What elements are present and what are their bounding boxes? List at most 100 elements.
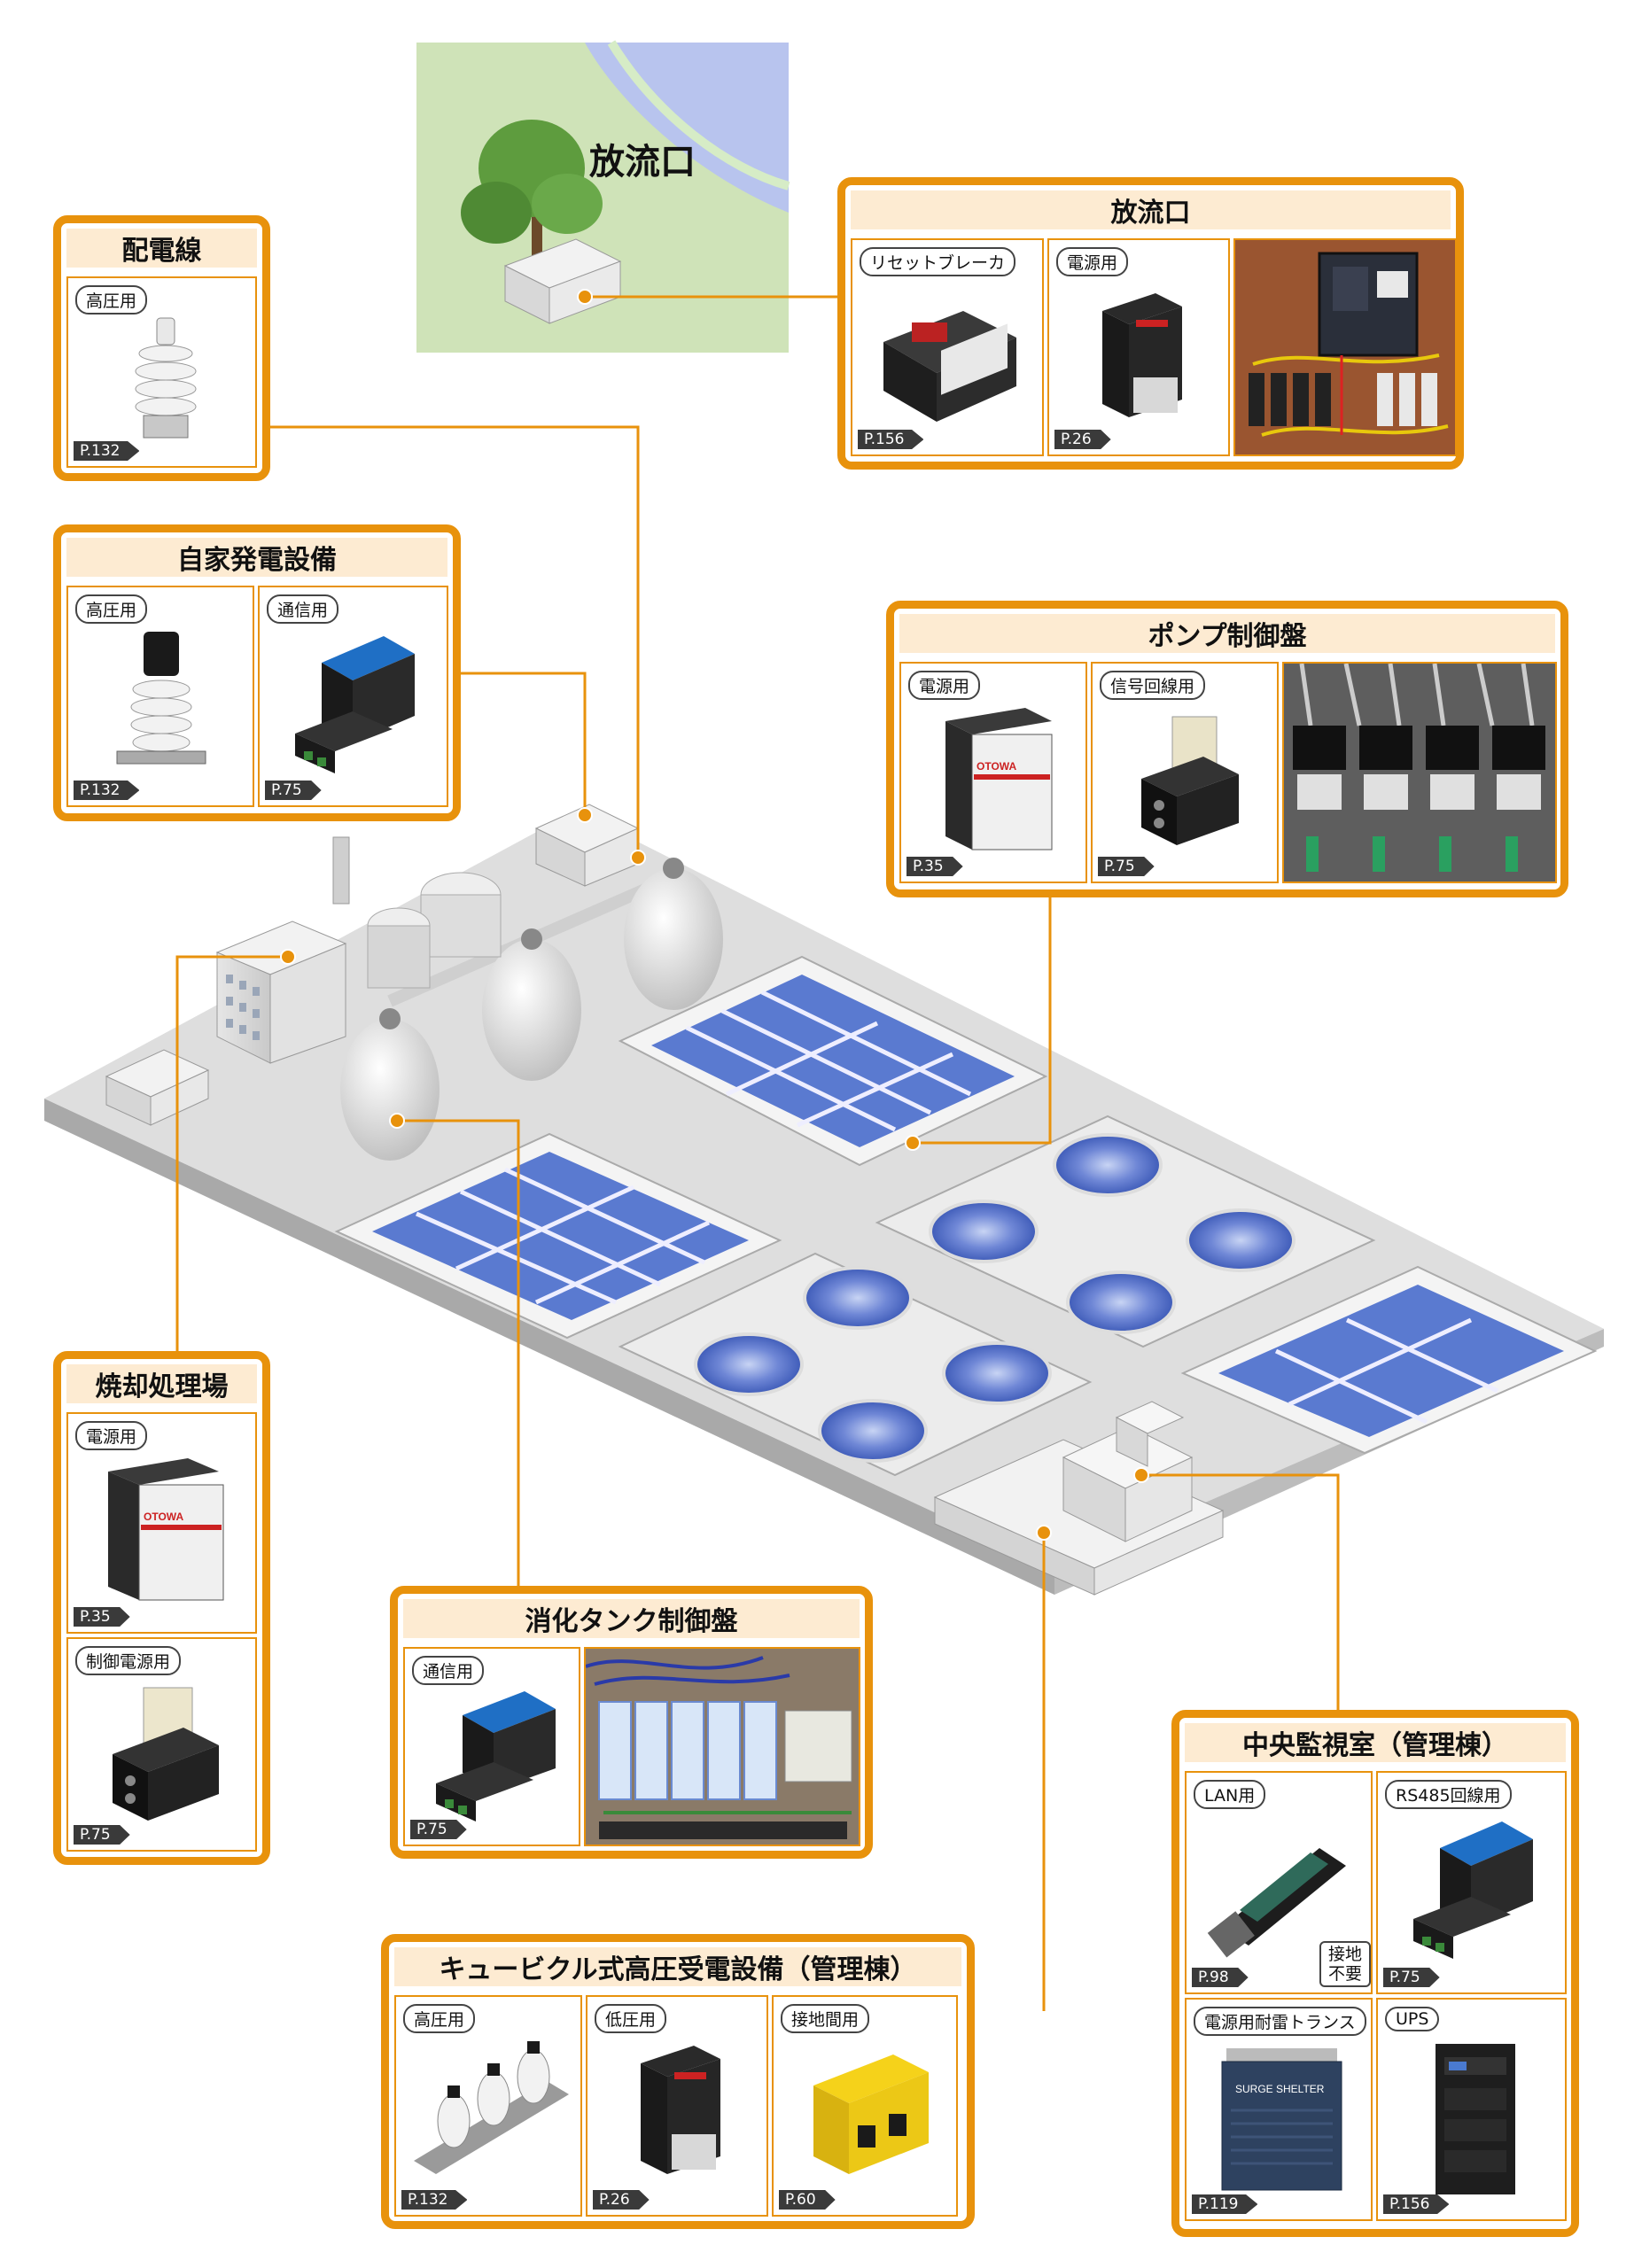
product-tag: UPS [1385,2007,1440,2031]
product-reset-breaker[interactable]: リセットブレーカ P.156 [851,238,1044,456]
panel-cubicle-title: キュービクル式高圧受電設備（管理棟） [394,1947,961,1986]
incinerator-complex [105,836,502,1126]
product-tag: 通信用 [412,1656,485,1685]
page-ref: P.75 [1383,1968,1440,1987]
comm-spd-image [436,1691,556,1821]
product-rs485-spd[interactable]: RS485回線用 P.75 [1376,1771,1567,1994]
product-tag: 高圧用 [75,594,148,624]
product-comm-spd-digestion[interactable]: 通信用 P.75 [403,1647,580,1846]
page-ref: P.75 [1098,857,1155,876]
surge-shelter-text: SURGE SHELTER [1235,2083,1325,2095]
product-power-spd-incinerator[interactable]: 電源用 OTOWA P.35 [66,1412,257,1634]
outfall-panel-photo [1233,238,1457,456]
page-ref: P.156 [1383,2194,1450,2214]
page-ref: P.75 [410,1820,467,1839]
product-tag: 電源用 [908,671,981,700]
product-lv-spd-cubicle[interactable]: 低圧用 P.26 [586,1995,768,2217]
admin-building [933,1401,1225,1596]
otowa-brand-text: OTOWA [977,760,1016,773]
page-ref: P.75 [265,781,322,800]
product-tag: 電源用 [75,1421,148,1450]
product-tag: 制御電源用 [75,1646,182,1675]
panel-pump-title: ポンプ制御盤 [899,614,1555,653]
product-ups[interactable]: UPS P.156 [1376,1998,1567,2221]
product-tag: 電源用 [1056,247,1129,276]
product-tag: 低圧用 [595,2004,667,2033]
page-ref: P.132 [401,2190,468,2210]
page-ref: P.119 [1192,2194,1258,2214]
product-tag: 信号回線用 [1100,671,1206,700]
sedimentation-tank-3 [1180,1265,1598,1455]
no-grounding-note: 接地不要 [1319,1941,1371,1987]
panel-cubicle-hv-receiving: キュービクル式高圧受電設備（管理棟） 高圧用 P.132 低圧用 P.26 接地… [381,1934,975,2229]
panel-digestion-title: 消化タンク制御盤 [403,1599,860,1638]
clarifier-group-2 [875,1115,1376,1348]
inter-ground-spd-image [813,2054,929,2174]
product-power-spd-pump[interactable]: 電源用 OTOWA P.35 [899,662,1087,883]
panel-distribution-line: 配電線 高圧用 P.132 [53,215,270,481]
product-lan-spd[interactable]: LAN用 接地不要 P.98 [1185,1771,1373,1994]
panel-digestion-tank-control: 消化タンク制御盤 通信用 P.75 [390,1586,873,1859]
page-ref: P.132 [74,781,140,800]
digestion-panel-photo [584,1647,860,1846]
surge-shelter-image: SURGE SHELTER [1221,2048,1342,2191]
hv-arrester-black-cap-image [116,632,206,765]
page-ref: P.156 [858,430,924,449]
page-ref: P.35 [74,1607,130,1627]
clarifier-group-1 [618,1252,1093,1477]
page-ref: P.98 [1192,1968,1249,1987]
page-ref: P.75 [74,1825,130,1845]
product-tag: 高圧用 [75,285,148,315]
digestion-tanks [340,858,723,1161]
otowa-brand-text: OTOWA [144,1511,183,1523]
product-signal-spd-pump[interactable]: 信号回線用 P.75 [1091,662,1279,883]
page-ref: P.60 [779,2190,836,2210]
control-power-spd-image [113,1687,219,1821]
pump-panel-photo [1282,662,1557,883]
product-lightning-transformer[interactable]: 電源用耐雷トランス SURGE SHELTER P.119 [1185,1998,1373,2221]
product-control-power-spd[interactable]: 制御電源用 P.75 [66,1637,257,1852]
rs485-spd-image [1413,1821,1533,1959]
panel-outfall-title: 放流口 [851,190,1451,229]
panel-pump-control: ポンプ制御盤 電源用 OTOWA P.35 信号回線用 P.75 [886,601,1568,897]
connector-lines [175,295,1340,2011]
page-ref: P.26 [1054,430,1111,449]
product-tag: RS485回線用 [1385,1780,1512,1809]
product-tag: 接地間用 [781,2004,870,2033]
panel-control-room-title: 中央監視室（管理棟） [1185,1723,1566,1762]
panel-generator: 自家発電設備 高圧用 P.132 通信用 P.75 [53,524,461,821]
product-hv-arrester-generator[interactable]: 高圧用 P.132 [66,586,254,807]
hv-arrester-set-image [414,2041,569,2174]
generator-building [534,804,640,887]
panel-incinerator: 焼却処理場 電源用 OTOWA P.35 制御電源用 P.75 [53,1351,270,1865]
otowa-spd-image: OTOWA [108,1458,224,1601]
signal-spd-image [1141,716,1239,845]
digestion-photo-image [586,1649,859,1845]
outfall-scene [416,40,790,353]
product-power-spd[interactable]: 電源用 P.26 [1047,238,1230,456]
product-hv-arrester-cubicle[interactable]: 高圧用 P.132 [394,1995,582,2217]
panel-outfall: 放流口 リセットブレーカ P.156 電源用 P.26 [837,177,1464,470]
page-ref: P.26 [593,2190,650,2210]
lan-spd-image [1207,1848,1346,1958]
page-ref: P.132 [74,441,140,461]
page-ref: P.35 [906,857,963,876]
outfall-scene-label: 放流口 [589,142,696,183]
product-tag: リセットブレーカ [860,247,1016,276]
product-comm-spd-generator[interactable]: 通信用 P.75 [258,586,448,807]
ups-image [1436,2044,1515,2194]
comm-spd-image [295,636,415,773]
pump-photo-image [1284,664,1555,882]
panel-distribution-title: 配電線 [66,229,257,268]
power-spd-image [1102,293,1182,417]
lv-spd-image [641,2046,720,2174]
product-tag: 高圧用 [403,2004,476,2033]
panel-incinerator-title: 焼却処理場 [66,1364,257,1403]
product-hv-arrester-distribution[interactable]: 高圧用 P.132 [66,276,257,468]
panel-central-control-room: 中央監視室（管理棟） LAN用 接地不要 P.98 RS485回線用 P.75 … [1171,1710,1579,2237]
product-inter-ground-spd[interactable]: 接地間用 P.60 [772,1995,958,2217]
hv-arrester-image [135,317,197,439]
connector-dots [280,289,1149,1541]
panel-generator-title: 自家発電設備 [66,538,447,577]
